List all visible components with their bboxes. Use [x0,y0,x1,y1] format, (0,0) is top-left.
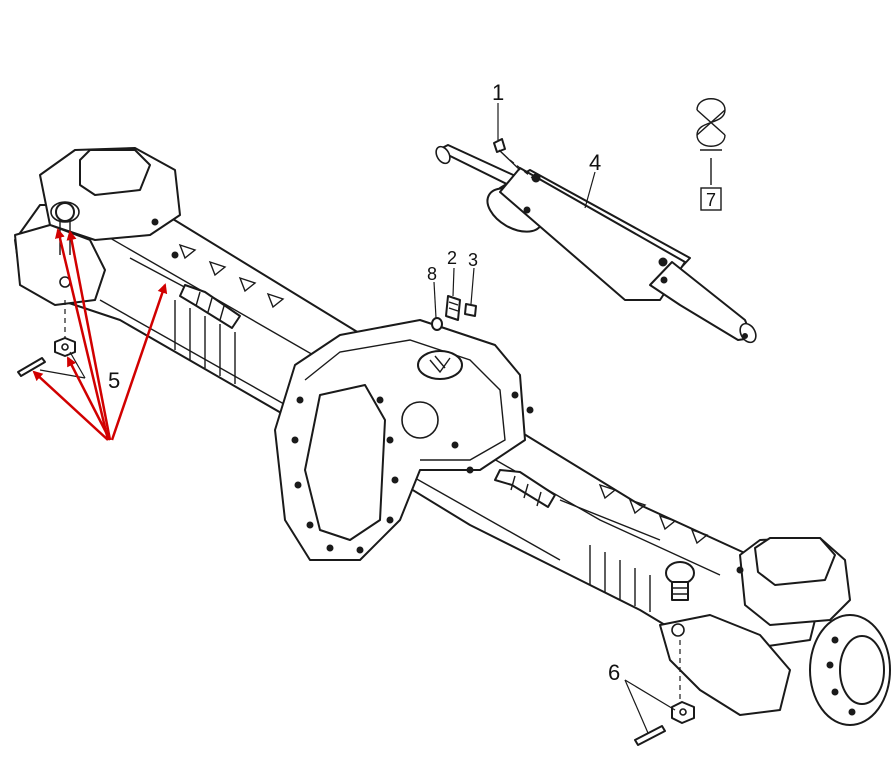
callout-3: 3 [468,250,478,270]
fitting-2 [445,295,461,321]
callout-7: 7 [706,190,716,210]
right-castle-nut [671,701,695,724]
lubrication-symbol [696,98,726,211]
callout-2: 2 [447,248,457,268]
o-ring-8 [431,317,443,331]
callout-8: 8 [427,264,437,284]
differential-housing [274,319,534,561]
callout-5: 5 [108,368,120,393]
callout-leaders [39,103,676,734]
fitting-3 [464,303,477,317]
highlight-arrows [32,228,168,441]
left-tie-rod [129,257,241,329]
right-knuckle [659,537,891,726]
right-cotter-pin [634,725,666,746]
left-cotter-pin [17,357,46,377]
callout-1: 1 [492,80,504,105]
bolt-1 [493,138,536,181]
right-ball-joint [665,561,695,601]
callout-6: 6 [608,660,620,685]
callout-4: 4 [589,150,601,175]
left-castle-nut [54,337,76,357]
right-tie-rod [494,469,661,541]
steering-cylinder [435,144,757,344]
